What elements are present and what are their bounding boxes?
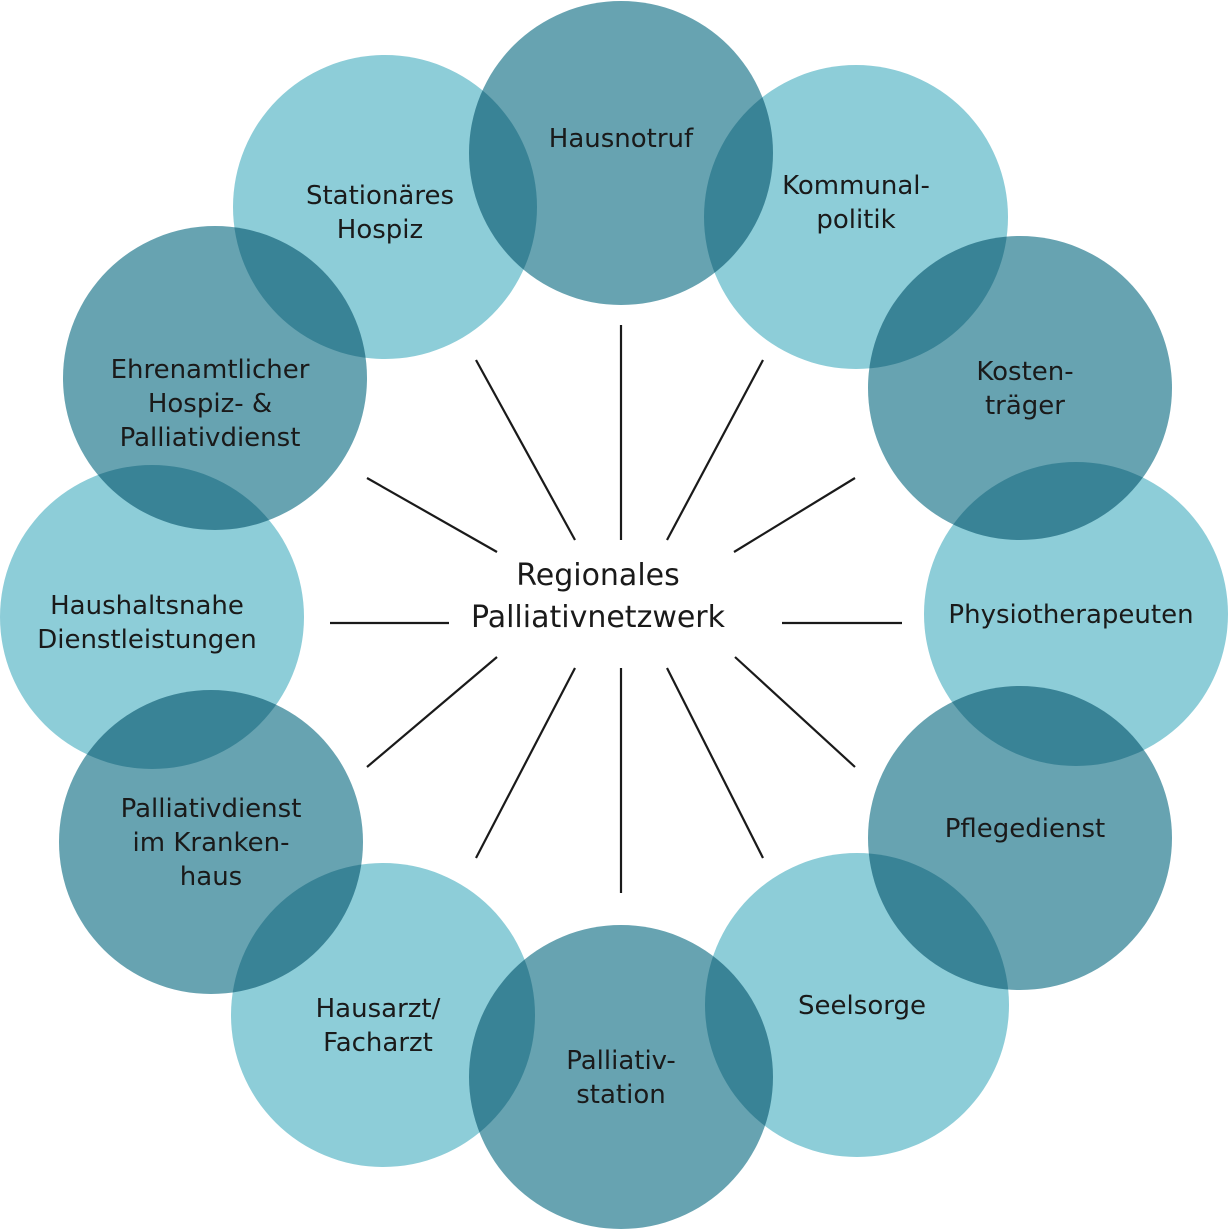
node-hausnotruf-label: Hausnotruf [549,124,694,154]
node-kommunalpolitik-label: Kommunal-politik [782,171,930,235]
node-seelsorge-label: Seelsorge [798,991,926,1021]
node-stationaeres-hospiz-circle [233,55,537,359]
node-physiotherapeuten-label: Physiotherapeuten [948,600,1193,630]
spoke-2 [666,359,764,541]
spoke-9 [366,656,498,768]
spoke-3 [733,477,856,553]
node-kostentraeger-label: Kosten-träger [976,357,1073,421]
spoke-5 [734,656,856,768]
node-seelsorge-circle [705,853,1009,1157]
node-palliativstation-label: Palliativ-station [566,1046,676,1110]
node-hausarzt-facharzt-label: Hausarzt/Facharzt [316,994,441,1058]
spoke-11 [366,477,498,553]
spoke-8 [475,667,576,859]
spoke-6 [666,667,764,859]
connector-spokes [330,325,902,893]
node-palliativstation-circle [469,925,773,1229]
node-pflegedienst-label: Pflegedienst [945,814,1106,844]
node-labels: HausnotrufKommunal-politikKosten-trägerP… [37,124,1193,1110]
node-haushaltsnahe-dienstleistungen-circle [0,465,304,769]
node-hausnotruf-circle [469,1,773,305]
spoke-12 [475,359,576,541]
